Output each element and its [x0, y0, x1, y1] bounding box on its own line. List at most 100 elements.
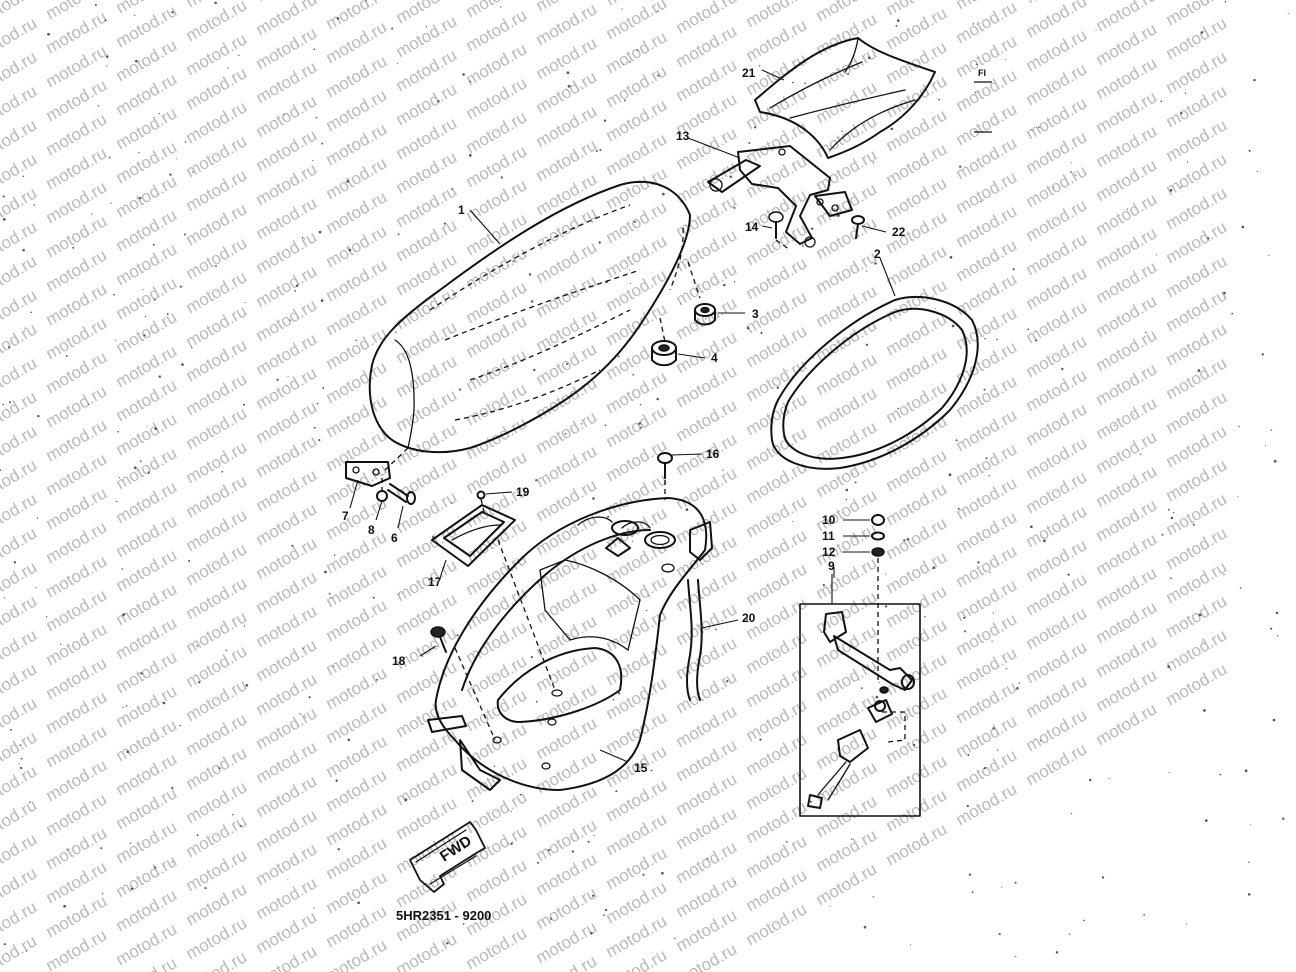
speckle-dot: [283, 113, 285, 116]
speckle-dot: [134, 14, 136, 17]
speckle-dot: [656, 952, 658, 954]
speckle-dot: [912, 743, 916, 747]
speckle-dot: [955, 439, 958, 442]
callout-16: 16: [706, 447, 720, 461]
part-9-seat-lock-assembly[interactable]: [799, 574, 921, 817]
speckle-dot: [657, 74, 660, 77]
speckle-dot: [974, 91, 977, 94]
part-17-lid[interactable]: [431, 504, 516, 579]
speckle-dot: [729, 175, 733, 179]
part-18-bolt[interactable]: [419, 626, 447, 657]
speckle-dot: [462, 923, 465, 925]
part-16-bolt[interactable]: [657, 452, 673, 500]
speckle-dot: [863, 925, 867, 929]
speckle-dot: [322, 387, 325, 389]
speckle-dot: [948, 473, 952, 477]
speckle-dot: [519, 793, 522, 796]
speckle-dot: [1139, 453, 1142, 455]
speckle-dot: [1198, 613, 1202, 617]
speckle-dot: [1113, 425, 1115, 427]
part-7-hinge[interactable]: [345, 461, 391, 509]
speckle-dot: [335, 779, 338, 782]
part-1-seat[interactable]: [368, 180, 691, 454]
speckle-dot: [604, 908, 608, 912]
speckle-dot: [680, 303, 682, 305]
speckle-dot: [734, 881, 737, 883]
part-21-grab-rail[interactable]: [754, 37, 936, 159]
speckle-dot: [1239, 587, 1242, 589]
speckle-dot: [227, 67, 229, 69]
callout-7: 7: [342, 509, 349, 523]
speckle-dot: [20, 757, 23, 760]
part-8-nut[interactable]: [375, 478, 388, 521]
part-14-bolt[interactable]: [768, 211, 791, 251]
speckle-dot: [615, 790, 618, 793]
speckle-dot: [530, 300, 534, 303]
speckle-dot: [357, 901, 360, 905]
speckle-dot: [1219, 773, 1222, 776]
speckle-dot: [110, 202, 112, 204]
speckle-dot: [24, 327, 26, 329]
speckle-dot: [656, 397, 659, 401]
speckle-dot: [318, 439, 321, 442]
part-22-bolt[interactable]: [851, 215, 865, 239]
drawing-code: 5HR2351 - 9200: [396, 908, 491, 923]
part-19-screw[interactable]: [476, 490, 486, 517]
speckle-dot: [852, 704, 854, 706]
speckle-dot: [1167, 665, 1170, 668]
watermark-layer: motod.rumotod.rumotod.rumotod.rumotod.ru…: [0, 0, 1230, 972]
part-4-damper[interactable]: [651, 340, 677, 367]
speckle-dot: [30, 311, 32, 314]
callout-10: 10: [822, 513, 836, 527]
part-2-seat-seal[interactable]: [770, 296, 979, 470]
part-11-washer[interactable]: [843, 531, 885, 541]
speckle-dot: [897, 19, 900, 22]
speckle-dot: [512, 260, 515, 263]
speckle-dot: [1143, 913, 1145, 916]
speckle-dot: [446, 941, 449, 945]
speckle-dot: [462, 73, 465, 76]
speckle-dot: [959, 165, 962, 168]
part-15-seat-trunk[interactable]: [427, 497, 713, 791]
speckle-dot: [1282, 817, 1285, 820]
speckle-dot: [992, 612, 995, 614]
speckle-dot: [114, 339, 116, 341]
part-13-bracket[interactable]: [707, 145, 853, 248]
speckle-dot: [9, 401, 11, 404]
speckle-dot: [858, 679, 860, 681]
speckle-dot: [1201, 641, 1203, 643]
speckle-dot: [897, 407, 900, 410]
part-3-damper[interactable]: [694, 303, 716, 326]
callout-labels: 1 2 3 4 6 7 8 9 10 11 12 13 14 15 16 17 …: [342, 66, 906, 775]
speckle-dot: [587, 840, 590, 843]
part-12-washer[interactable]: [843, 547, 885, 557]
speckle-dot: [346, 180, 350, 183]
speckle-dot: [129, 842, 132, 844]
speckle-dot: [162, 701, 166, 705]
part-20-hose[interactable]: [686, 579, 739, 701]
speckle-dot: [1075, 174, 1077, 176]
speckle-dot: [179, 724, 182, 727]
speckle-dot: [1039, 739, 1042, 742]
speckle-dot: [791, 520, 793, 522]
speckle-dot: [1043, 539, 1046, 543]
speckle-dot: [1205, 819, 1208, 822]
callout-20: 20: [742, 611, 756, 625]
speckle-dot: [158, 375, 162, 378]
speckle-dot: [313, 426, 316, 429]
speckle-dot: [1184, 92, 1187, 94]
speckle-dot: [231, 813, 234, 816]
speckle-dot: [1272, 718, 1276, 722]
callout-11: 11: [822, 529, 835, 543]
speckle-dot: [567, 84, 571, 88]
part-10-bolt[interactable]: [843, 514, 885, 526]
speckle-dot: [595, 150, 598, 153]
part-6-pin[interactable]: [387, 483, 416, 529]
speckle-dot: [963, 616, 966, 619]
speckle-dot: [1055, 951, 1059, 954]
speckle-dot: [115, 500, 118, 503]
speckle-dot: [276, 378, 279, 381]
speckle-dot: [142, 289, 144, 291]
speckle-dot: [336, 17, 340, 20]
speckle-dot: [983, 388, 986, 391]
